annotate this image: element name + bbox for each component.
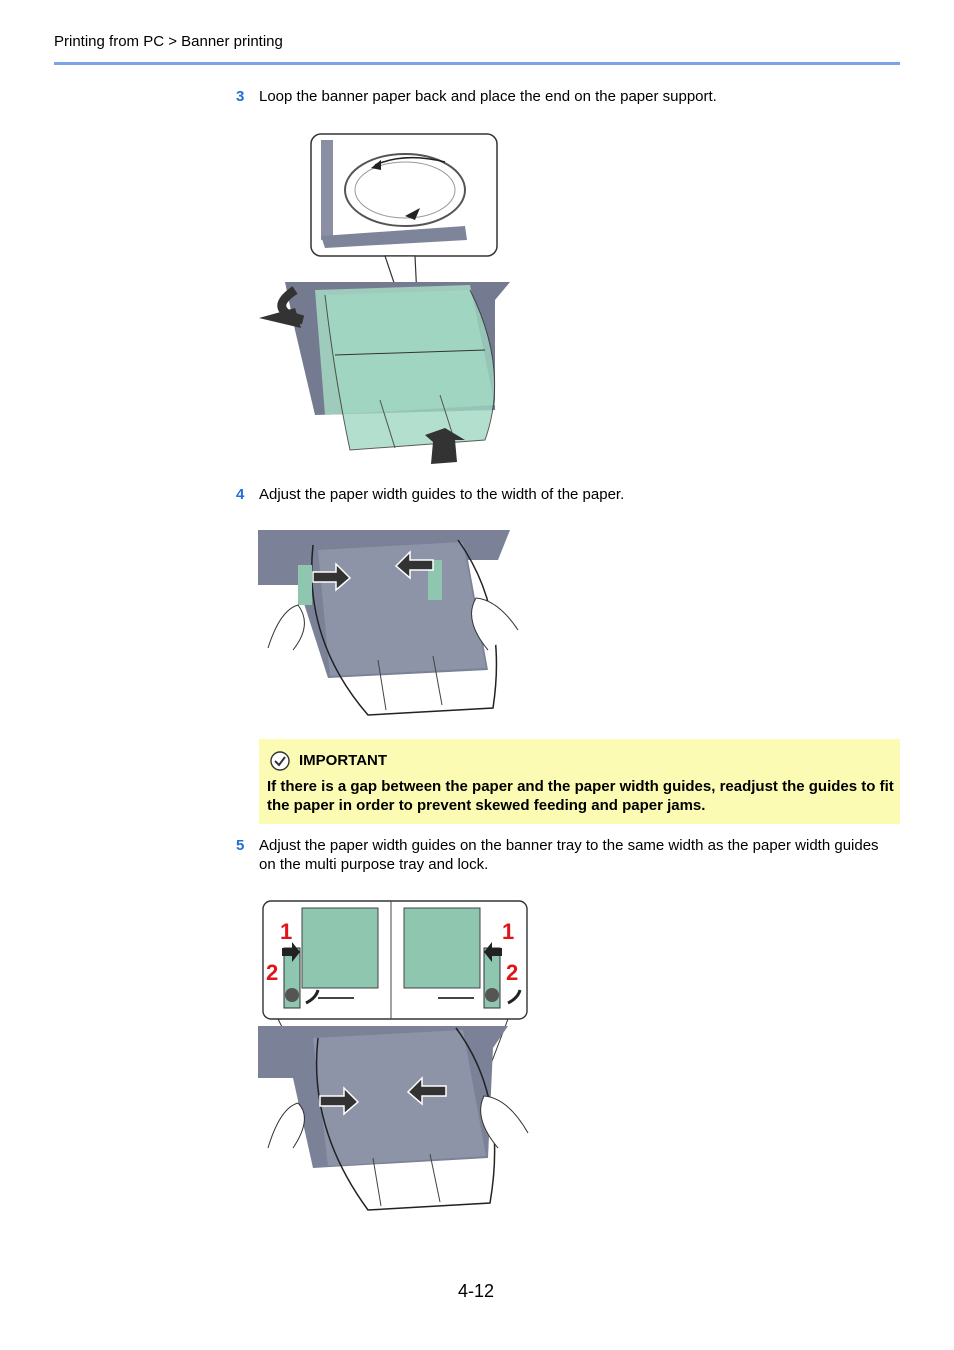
step-text: Loop the banner paper back and place the… xyxy=(259,88,717,105)
important-title: IMPORTANT xyxy=(299,752,388,769)
callout-1-left: 1 xyxy=(280,919,292,944)
header-rule xyxy=(54,62,900,65)
step-text: Adjust the paper width guides to the wid… xyxy=(259,486,625,503)
callout-2-left: 2 xyxy=(266,960,278,985)
step-text: Adjust the paper width guides on the ban… xyxy=(259,837,879,873)
width-guides-illustration xyxy=(258,530,519,716)
banner-tray-lock-illustration: 1 2 1 2 xyxy=(258,900,529,1211)
callout-1-right: 1 xyxy=(502,919,514,944)
important-notice: IMPORTANT If there is a gap between the … xyxy=(259,739,900,824)
step-number: 4 xyxy=(236,486,245,503)
step-number: 3 xyxy=(236,88,245,105)
page-number: 4-12 xyxy=(458,1281,495,1301)
step-number: 5 xyxy=(236,837,245,854)
breadcrumb: Printing from PC > Banner printing xyxy=(54,33,283,50)
banner-loop-illustration xyxy=(259,133,510,464)
callout-2-right: 2 xyxy=(506,960,518,985)
check-circle-icon xyxy=(270,751,290,771)
important-body: If there is a gap between the paper and … xyxy=(267,778,894,814)
